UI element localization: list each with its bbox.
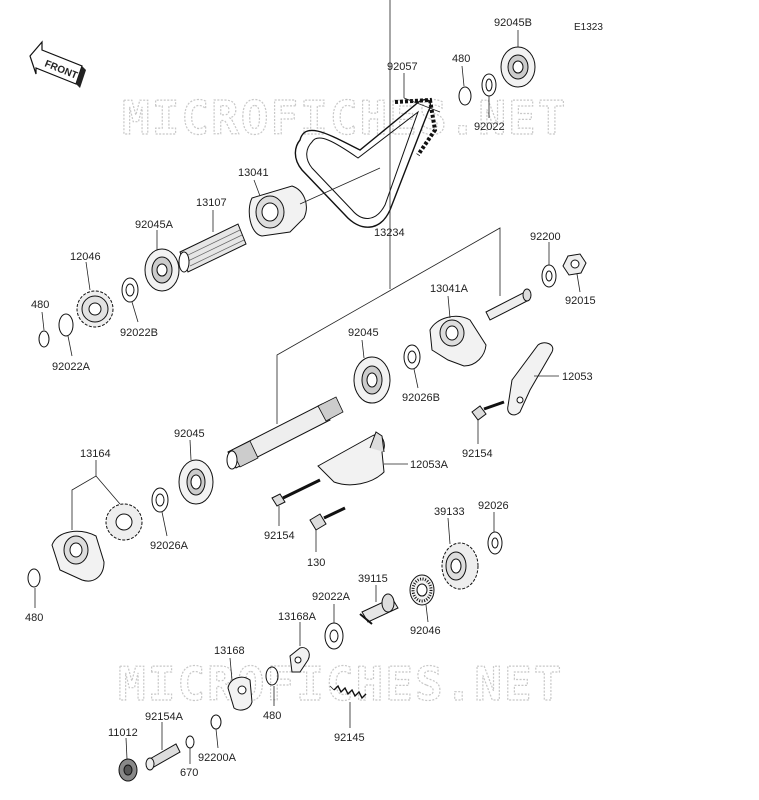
label-670: 670 [180,767,198,779]
watermark-bottom: MICROFICHES.NET [118,657,563,711]
label-92022: 92022 [474,121,505,133]
main-shaft [226,396,344,470]
bolt-92154-right [471,400,505,421]
label-92200: 92200 [530,231,561,243]
label-92026: 92026 [478,500,509,512]
label-11012: 11012 [108,727,138,739]
plate-13168a [289,647,310,673]
label-92154-right: 92154 [462,448,493,460]
shaft-39115 [359,593,399,625]
splined-shaft-13107 [178,223,247,273]
circlip-480-top [458,86,472,106]
diagram-code: E1323 [574,22,603,33]
label-92154-mid: 92154 [264,530,295,542]
label-92045a: 92045A [135,219,174,231]
label-13041a: 13041A [430,283,469,295]
lever-12053 [507,342,554,416]
label-12046: 12046 [70,251,101,263]
circlip-480-lower [27,568,41,588]
label-13107: 13107 [196,197,227,209]
gear-39133 [441,542,479,590]
washer-670 [185,735,195,749]
label-92022a-left: 92022A [52,361,91,373]
front-arrow-icon: FRONT [29,40,86,88]
circlip-480-left [38,330,50,348]
sprocket-13041a [429,315,487,367]
sprocket-13164 [105,503,143,541]
label-12053a: 12053A [410,459,449,471]
label-13234: 13234 [374,227,405,239]
label-13041: 13041 [238,167,269,179]
plate-13168 [227,676,253,711]
label-13164: 13164 [80,448,111,460]
label-480-lower: 480 [25,612,43,624]
label-13168a: 13168A [278,611,317,623]
bearing-92045-mid [353,356,391,404]
label-480-left: 480 [31,299,49,311]
label-39133: 39133 [434,506,465,518]
label-12053: 12053 [562,371,593,383]
label-480-top: 480 [452,53,470,65]
label-92022a-lower: 92022A [312,591,351,603]
label-130: 130 [307,557,325,569]
shaft-pin-13234 [485,288,532,321]
label-92200a: 92200A [198,752,237,764]
sprocket-13041 [248,185,307,237]
label-92046: 92046 [410,625,441,637]
bolt-130 [309,506,346,531]
label-92015: 92015 [565,295,596,307]
bolt-92154a [145,743,181,771]
label-92057: 92057 [387,61,418,73]
label-92026a: 92026A [150,540,189,552]
spring-92145 [329,684,367,700]
bearing-92045a [144,248,180,292]
watermark-top: MICROFICHES.NET [122,91,567,145]
cam-13164 [51,530,105,582]
label-39115: 39115 [358,573,388,585]
label-92145: 92145 [334,732,365,744]
label-92045-lower: 92045 [174,428,205,440]
circlip-480-bottom [265,666,279,686]
sprocket-12046 [76,290,114,328]
cap-11012 [118,758,138,782]
bolt-92154-mid [271,478,321,507]
washer-92022a-left [58,313,74,337]
nut-92200a [210,714,222,730]
label-92045-mid: 92045 [348,327,379,339]
bearing-92045b [500,46,536,88]
label-92022b: 92022B [120,327,158,339]
label-13168: 13168 [214,645,245,657]
label-480-bottom: 480 [263,710,281,722]
lever-12053a [317,431,385,486]
label-92026b: 92026B [402,392,440,404]
label-92045b: 92045B [494,17,532,29]
label-92154a: 92154A [145,711,184,723]
bearing-92045-lower [178,459,214,505]
needle-bearing-92046 [409,574,435,606]
